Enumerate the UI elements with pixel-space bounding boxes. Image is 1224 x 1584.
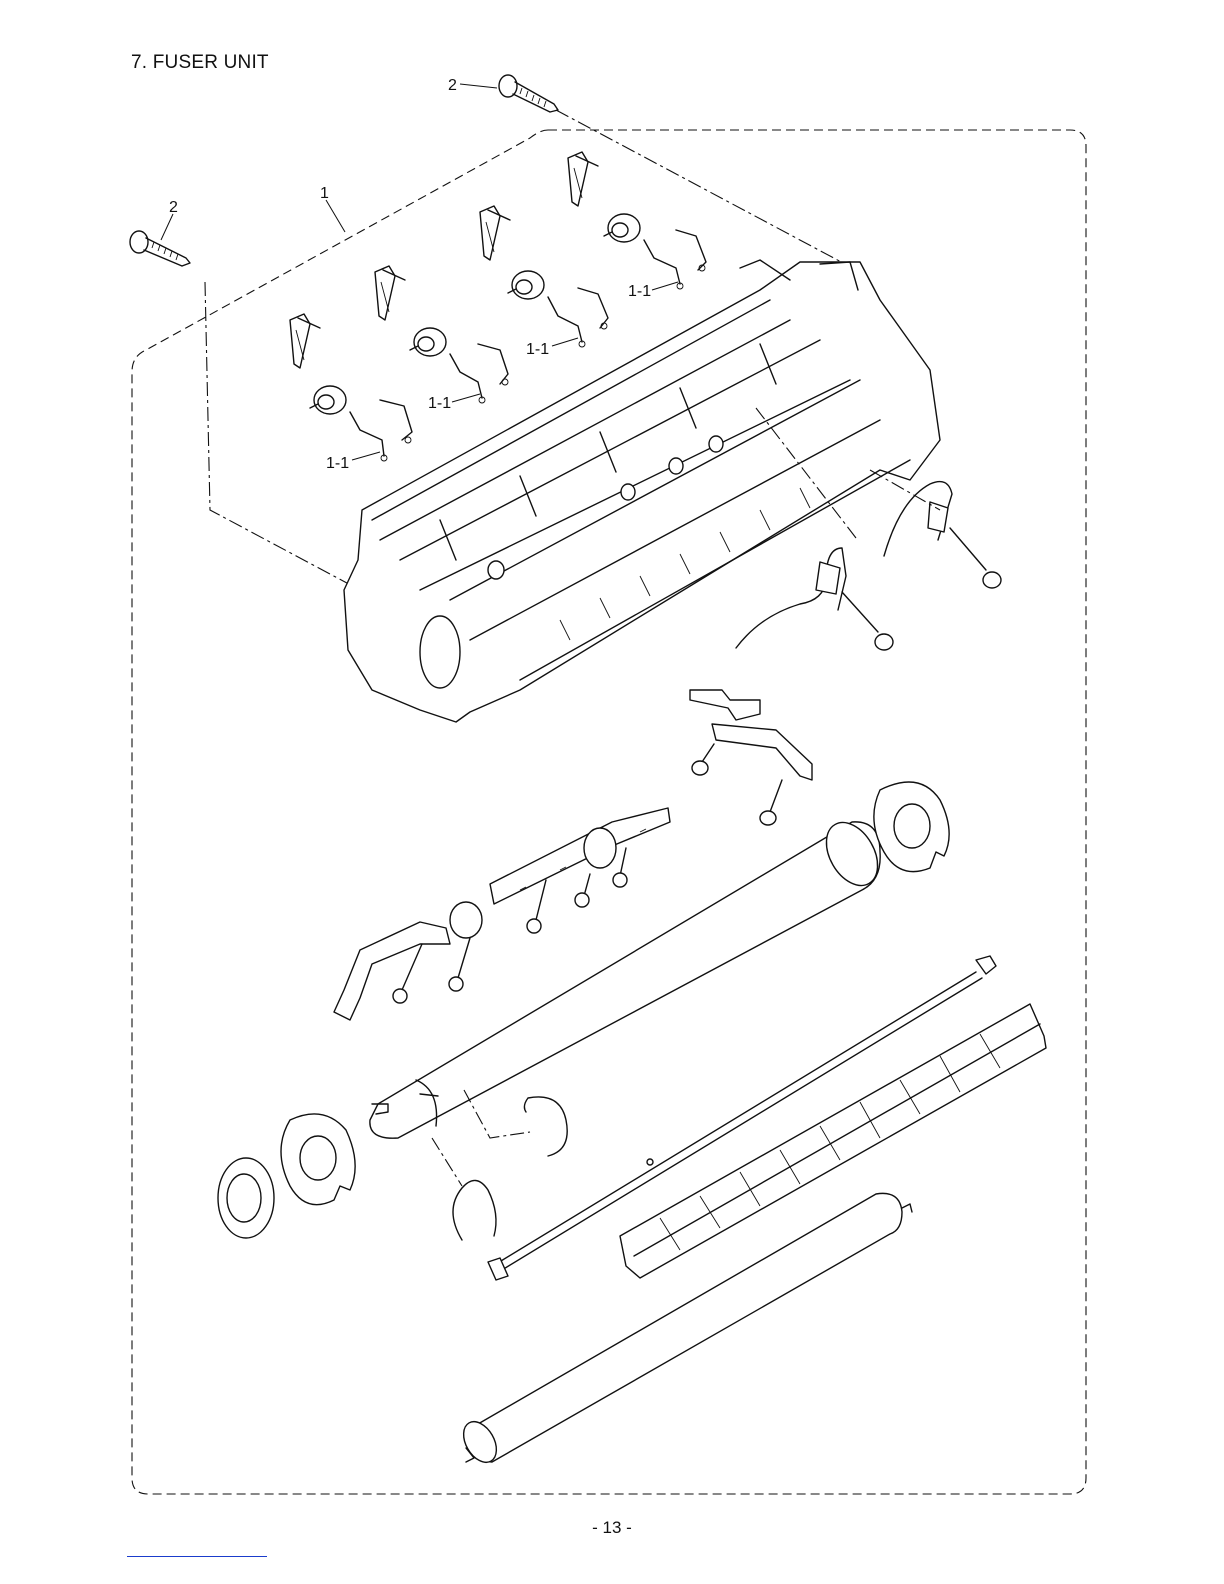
pinch-roller-d: 1-1	[604, 214, 706, 300]
bearing-left-inner	[281, 1114, 355, 1205]
footnote-rule	[127, 1556, 267, 1557]
screw-top: 2	[448, 75, 558, 112]
snap-ring-upper	[524, 1097, 567, 1156]
callout-screw-left: 2	[169, 199, 178, 216]
callout-screw-top: 2	[448, 77, 457, 94]
screw-left: 2	[130, 199, 190, 266]
bearing-left-outer	[218, 1158, 274, 1238]
terminal-plate-right	[690, 690, 812, 825]
callout-roller-a: 1-1	[326, 455, 349, 472]
thermistor-left	[736, 548, 893, 650]
callout-roller-b: 1-1	[428, 395, 451, 412]
bearing-right	[874, 782, 949, 872]
page-number: - 13 -	[0, 1518, 1224, 1538]
callout-roller-d: 1-1	[628, 283, 651, 300]
pinch-roller-b: 1-1	[410, 328, 508, 412]
pinch-roller-c: 1-1	[508, 271, 608, 358]
pinch-roller-a: 1-1	[310, 386, 412, 472]
callout-roller-c: 1-1	[526, 341, 549, 358]
callout-assembly: 1	[320, 185, 329, 202]
snap-ring-lower	[453, 1180, 496, 1240]
thermistor-right	[884, 482, 1001, 588]
